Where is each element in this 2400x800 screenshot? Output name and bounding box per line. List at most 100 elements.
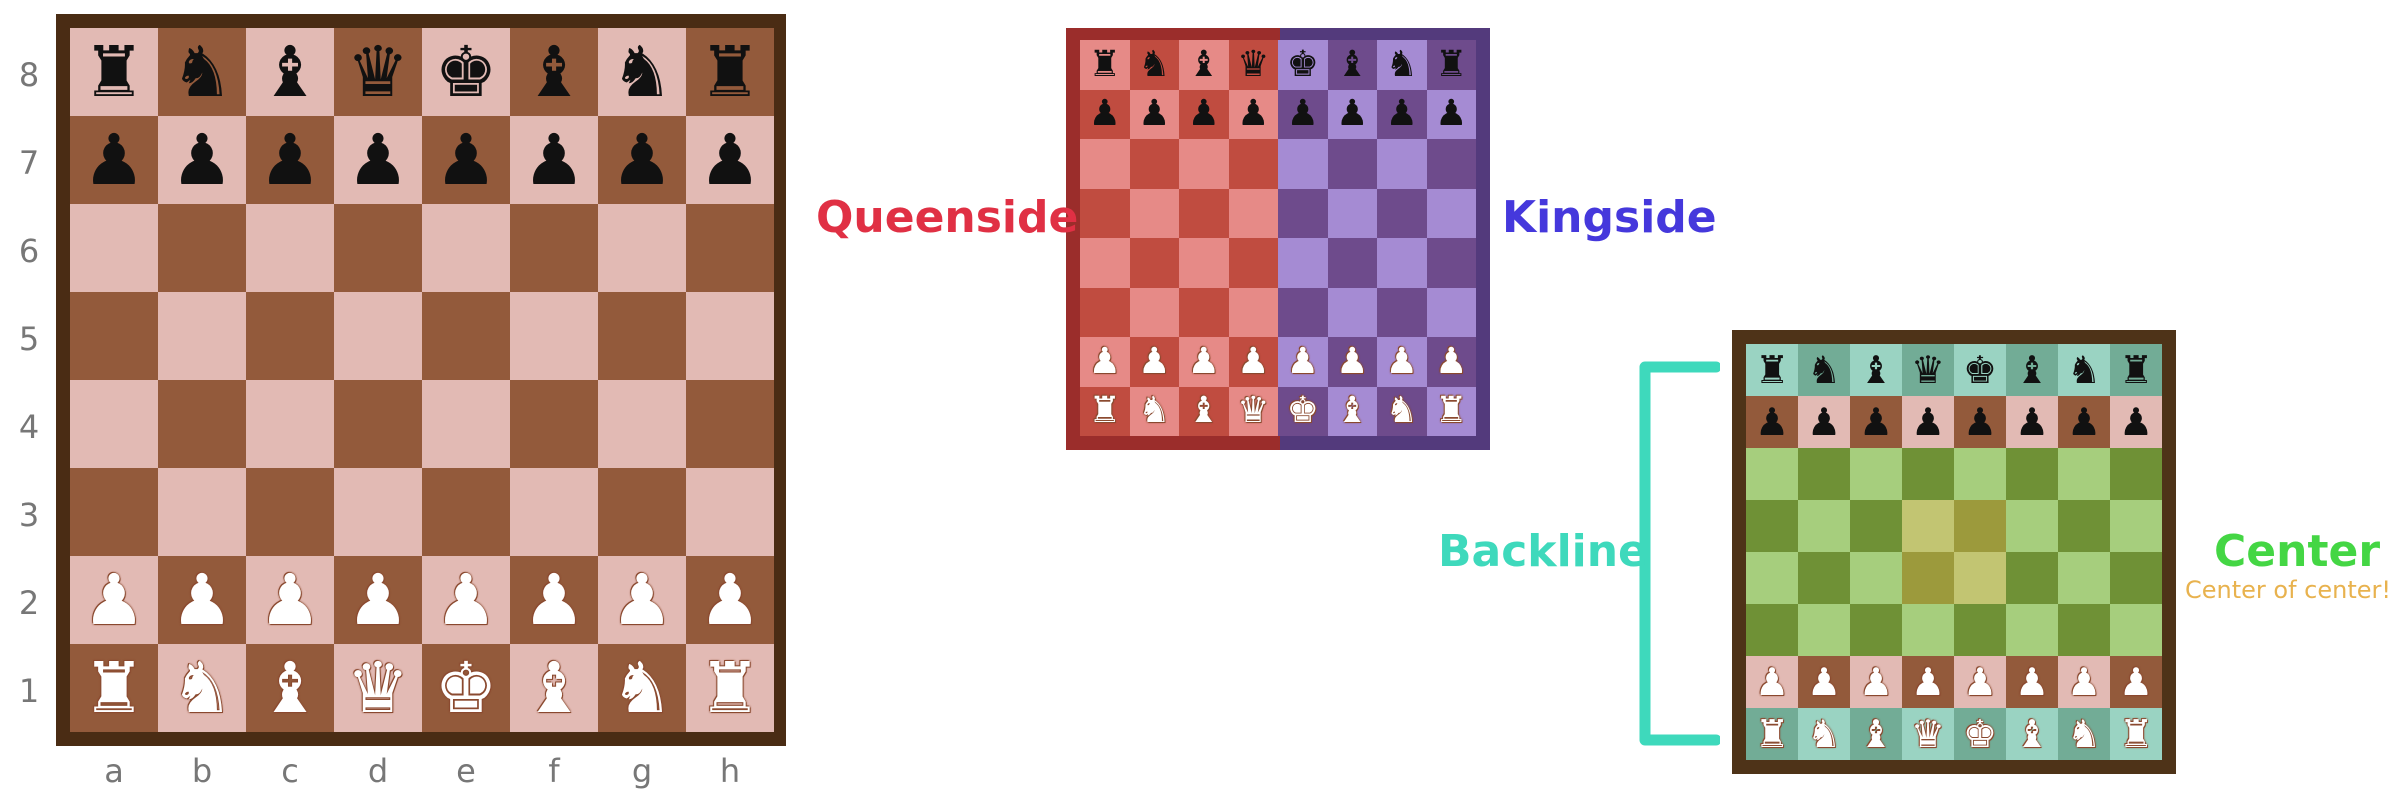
- square-h8[interactable]: ♜: [2110, 344, 2162, 396]
- white-pawn-icon[interactable]: ♟: [1385, 340, 1418, 382]
- square-h3[interactable]: [686, 468, 774, 556]
- square-b8[interactable]: ♞: [158, 28, 246, 116]
- square-g1[interactable]: ♞: [2058, 708, 2110, 760]
- square-g7[interactable]: ♟: [1377, 89, 1427, 139]
- square-f3[interactable]: [2006, 604, 2058, 656]
- square-d8[interactable]: ♛: [1902, 344, 1954, 396]
- square-h7[interactable]: ♟: [1426, 89, 1476, 139]
- square-b1[interactable]: ♞: [158, 644, 246, 732]
- square-d1[interactable]: ♛: [1228, 386, 1278, 436]
- white-knight-icon[interactable]: ♞: [1806, 712, 1842, 756]
- white-bishop-icon[interactable]: ♝: [1336, 390, 1369, 432]
- square-c4[interactable]: [246, 380, 334, 468]
- square-h2[interactable]: ♟: [2110, 656, 2162, 708]
- square-d2[interactable]: ♟: [1902, 656, 1954, 708]
- square-a6[interactable]: [1080, 139, 1130, 189]
- black-rook-icon[interactable]: ♜: [1088, 43, 1121, 85]
- square-b4[interactable]: [158, 380, 246, 468]
- square-d7[interactable]: ♟: [1228, 89, 1278, 139]
- white-rook-icon[interactable]: ♜: [1435, 390, 1468, 432]
- square-g5[interactable]: [1377, 188, 1427, 238]
- square-b6[interactable]: [158, 204, 246, 292]
- square-d3[interactable]: [1228, 287, 1278, 337]
- square-c1[interactable]: ♝: [1179, 386, 1229, 436]
- white-pawn-icon[interactable]: ♟: [434, 559, 498, 641]
- black-pawn-icon[interactable]: ♟: [1806, 400, 1842, 444]
- square-e3[interactable]: [1954, 604, 2006, 656]
- square-b6[interactable]: [1798, 448, 1850, 500]
- white-pawn-icon[interactable]: ♟: [258, 559, 322, 641]
- square-g8[interactable]: ♞: [1377, 40, 1427, 90]
- square-e2[interactable]: ♟: [422, 556, 510, 644]
- square-a2[interactable]: ♟: [1080, 337, 1130, 387]
- white-queen-icon[interactable]: ♛: [346, 647, 410, 729]
- square-e1[interactable]: ♚: [1954, 708, 2006, 760]
- square-g2[interactable]: ♟: [598, 556, 686, 644]
- square-a5[interactable]: [1080, 188, 1130, 238]
- black-king-icon[interactable]: ♚: [434, 31, 498, 113]
- square-e5[interactable]: [422, 292, 510, 380]
- square-d4[interactable]: [1228, 238, 1278, 288]
- black-pawn-icon[interactable]: ♟: [346, 119, 410, 201]
- square-h7[interactable]: ♟: [686, 116, 774, 204]
- white-pawn-icon[interactable]: ♟: [1910, 660, 1946, 704]
- white-queen-icon[interactable]: ♛: [1237, 390, 1270, 432]
- square-d6[interactable]: [1902, 448, 1954, 500]
- black-bishop-icon[interactable]: ♝: [258, 31, 322, 113]
- white-king-icon[interactable]: ♚: [1286, 390, 1319, 432]
- square-a3[interactable]: [70, 468, 158, 556]
- square-e7[interactable]: ♟: [1954, 396, 2006, 448]
- black-knight-icon[interactable]: ♞: [1138, 43, 1171, 85]
- square-d6[interactable]: [1228, 139, 1278, 189]
- square-h5[interactable]: [1426, 188, 1476, 238]
- black-pawn-icon[interactable]: ♟: [1336, 93, 1369, 135]
- white-pawn-icon[interactable]: ♟: [698, 559, 762, 641]
- square-c7[interactable]: ♟: [1850, 396, 1902, 448]
- white-pawn-icon[interactable]: ♟: [2014, 660, 2050, 704]
- square-f4[interactable]: [2006, 552, 2058, 604]
- square-f5[interactable]: [510, 292, 598, 380]
- square-b2[interactable]: ♟: [158, 556, 246, 644]
- square-b5[interactable]: [1129, 188, 1179, 238]
- white-king-icon[interactable]: ♚: [1962, 712, 1998, 756]
- square-b3[interactable]: [158, 468, 246, 556]
- white-pawn-icon[interactable]: ♟: [522, 559, 586, 641]
- square-g5[interactable]: [2058, 500, 2110, 552]
- square-e8[interactable]: ♚: [1278, 40, 1328, 90]
- square-b3[interactable]: [1798, 604, 1850, 656]
- square-g7[interactable]: ♟: [2058, 396, 2110, 448]
- square-h4[interactable]: [2110, 552, 2162, 604]
- square-f1[interactable]: ♝: [1327, 386, 1377, 436]
- white-bishop-icon[interactable]: ♝: [2014, 712, 2050, 756]
- white-pawn-icon[interactable]: ♟: [1336, 340, 1369, 382]
- black-knight-icon[interactable]: ♞: [1385, 43, 1418, 85]
- white-pawn-icon[interactable]: ♟: [1088, 340, 1121, 382]
- square-g4[interactable]: [2058, 552, 2110, 604]
- square-a8[interactable]: ♜: [1080, 40, 1130, 90]
- square-b8[interactable]: ♞: [1798, 344, 1850, 396]
- black-pawn-icon[interactable]: ♟: [258, 119, 322, 201]
- white-rook-icon[interactable]: ♜: [2118, 712, 2154, 756]
- square-b1[interactable]: ♞: [1798, 708, 1850, 760]
- black-knight-icon[interactable]: ♞: [1806, 348, 1842, 392]
- square-f6[interactable]: [510, 204, 598, 292]
- square-h7[interactable]: ♟: [2110, 396, 2162, 448]
- white-pawn-icon[interactable]: ♟: [1806, 660, 1842, 704]
- black-bishop-icon[interactable]: ♝: [1858, 348, 1894, 392]
- square-h1[interactable]: ♜: [686, 644, 774, 732]
- square-b7[interactable]: ♟: [1798, 396, 1850, 448]
- white-pawn-icon[interactable]: ♟: [1138, 340, 1171, 382]
- square-h2[interactable]: ♟: [1426, 337, 1476, 387]
- black-bishop-icon[interactable]: ♝: [1187, 43, 1220, 85]
- black-bishop-icon[interactable]: ♝: [522, 31, 586, 113]
- square-h2[interactable]: ♟: [686, 556, 774, 644]
- black-rook-icon[interactable]: ♜: [1754, 348, 1790, 392]
- square-d2[interactable]: ♟: [334, 556, 422, 644]
- white-bishop-icon[interactable]: ♝: [258, 647, 322, 729]
- black-pawn-icon[interactable]: ♟: [170, 119, 234, 201]
- square-f8[interactable]: ♝: [510, 28, 598, 116]
- black-knight-icon[interactable]: ♞: [2066, 348, 2102, 392]
- black-pawn-icon[interactable]: ♟: [698, 119, 762, 201]
- square-c3[interactable]: [1850, 604, 1902, 656]
- square-g4[interactable]: [1377, 238, 1427, 288]
